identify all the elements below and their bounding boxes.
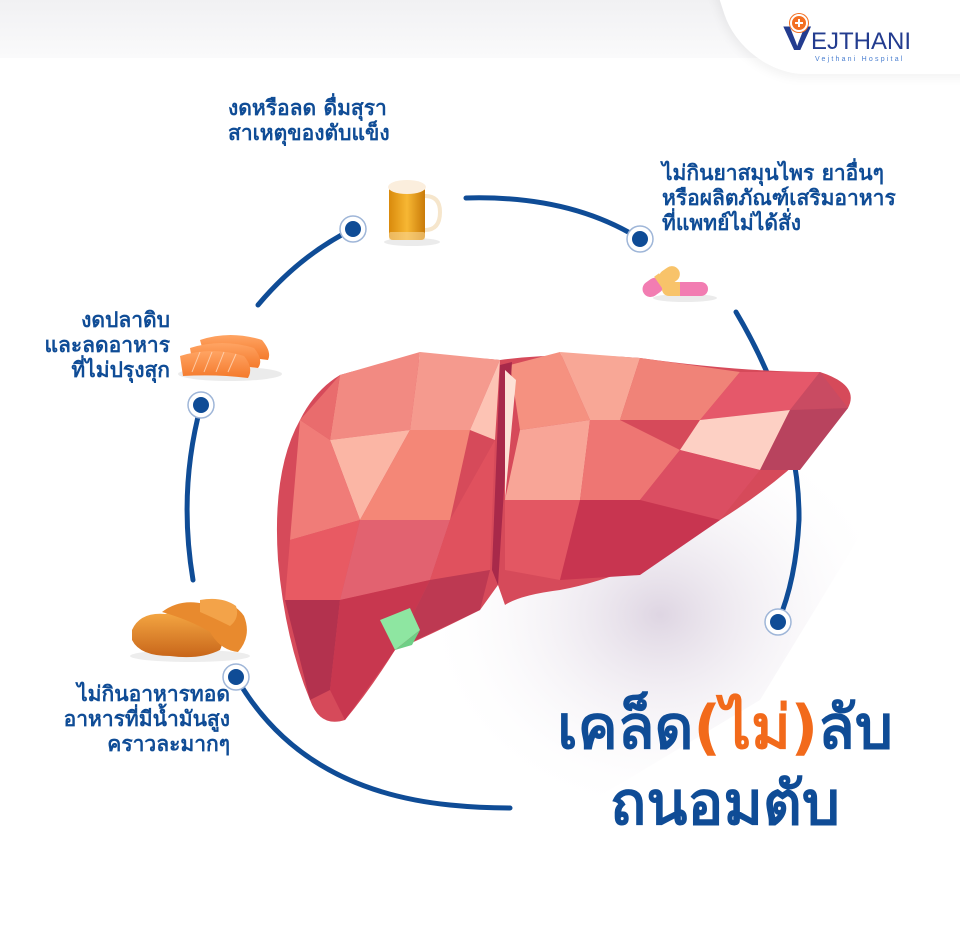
main-title: เคล็ด(ไม่)ลับ ถนอมตับ	[530, 690, 920, 842]
tip-line: ที่แพทย์ไม่ได้สั่ง	[662, 211, 802, 235]
tip-herbal-medicine: ไม่กินยาสมุนไพร ยาอื่นๆ หรือผลิตภัณฑ์เสร…	[662, 161, 896, 236]
tip-line: ไม่กินอาหารทอด	[77, 682, 230, 706]
timeline-nodes	[187, 215, 792, 691]
node-dot-icon	[764, 608, 792, 636]
capsule-pills-icon	[642, 266, 717, 302]
tip-line: หรือผลิตภัณฑ์เสริมอาหาร	[662, 186, 896, 210]
beer-mug-icon	[384, 180, 443, 246]
node-dot-icon	[339, 215, 367, 243]
salmon-slices-icon	[178, 335, 282, 381]
tip-line: สาเหตุของตับแข็ง	[228, 121, 390, 145]
node-dot-icon	[626, 225, 654, 253]
tip-line: ที่ไม่ปรุงสุก	[71, 358, 170, 382]
title-accent: (ไม่)	[693, 693, 819, 763]
tip-line: ไม่กินยาสมุนไพร ยาอื่นๆ	[662, 161, 884, 185]
node-dot-icon	[187, 391, 215, 419]
liver-shadow	[420, 410, 900, 820]
liver-icon	[276, 352, 851, 722]
logo-subtitle: Vejthani Hospital	[815, 56, 905, 63]
tip-raw-fish: งดปลาดิบ และลดอาหาร ที่ไม่ปรุงสุก	[30, 308, 170, 383]
title-part: เคล็ด	[557, 693, 694, 763]
vejthani-logo: V EJTHANI Vejthani Hospital	[783, 14, 933, 64]
medical-cross-icon	[790, 14, 808, 32]
title-line-2: ถนอมตับ	[610, 769, 840, 839]
tip-line: อาหารที่มีน้ำมันสูง	[63, 707, 230, 731]
tip-line: งดปลาดิบ	[81, 308, 170, 332]
title-line-1: เคล็ด(ไม่)ลับ	[530, 690, 920, 766]
tip-line: และลดอาหาร	[44, 333, 170, 357]
logo-name: EJTHANI	[811, 28, 912, 55]
tip-line: คราวละมากๆ	[107, 732, 230, 756]
tip-fried-food: ไม่กินอาหารทอด อาหารที่มีน้ำมันสูง คราวล…	[20, 682, 230, 757]
fried-chicken-icon	[130, 598, 250, 662]
title-part: ลับ	[818, 693, 893, 763]
tip-alcohol: งดหรือลด ดื่มสุรา สาเหตุของตับแข็ง	[228, 96, 390, 146]
node-dot-icon	[222, 663, 250, 691]
tip-line: งดหรือลด ดื่มสุรา	[228, 96, 387, 120]
